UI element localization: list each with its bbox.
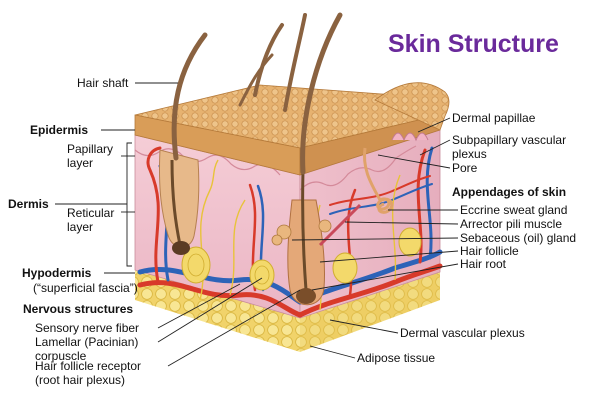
papillary-boundary — [134, 148, 281, 176]
label-arrector-pili: Arrector pili muscle — [460, 217, 563, 231]
label-subpapillary-plexus: Subpapillary vascular plexus — [452, 133, 567, 161]
label-sensory-nerve-fiber: Sensory nerve fiber — [35, 321, 140, 335]
label-sebaceous-gland: Sebaceous (oil) gland — [460, 231, 577, 245]
label-hair-follicle: Hair follicle — [460, 244, 519, 258]
label-hypodermis: Hypodermis — [22, 266, 92, 280]
label-reticular-layer: Reticular layer — [67, 206, 115, 234]
label-superficial-fascia: (“superficial fascia”) — [33, 281, 138, 295]
label-hair-shaft: Hair shaft — [77, 76, 129, 90]
diagram-title: Skin Structure — [388, 30, 559, 58]
dermal-papillae — [391, 132, 429, 142]
label-hair-root: Hair root — [460, 257, 507, 271]
hair-shafts — [171, 12, 343, 175]
label-root-hair-plexus: (root hair plexus) — [35, 373, 126, 387]
eccrine-sweat-gland — [362, 147, 394, 214]
leader-lines — [55, 82, 459, 367]
label-dermis: Dermis — [8, 197, 49, 211]
label-pore: Pore — [452, 161, 478, 175]
left-hair-follicle — [158, 149, 200, 255]
label-dermal-vascular-plexus: Dermal vascular plexus — [400, 326, 525, 340]
label-hair-follicle-receptor: Hair follicle receptor — [35, 359, 142, 373]
central-hair-follicle — [271, 169, 362, 306]
adipose-layer — [135, 270, 440, 352]
label-dermal-papillae: Dermal papillae — [452, 111, 536, 125]
label-nervous-structures: Nervous structures — [23, 302, 134, 316]
label-appendages: Appendages of skin — [452, 185, 567, 199]
label-lamellar-corpuscle: Lamellar (Pacinian) corpuscle — [35, 335, 139, 363]
label-eccrine-gland: Eccrine sweat gland — [460, 203, 568, 217]
label-papillary-layer: Papillary layer — [67, 142, 114, 170]
label-adipose-tissue: Adipose tissue — [357, 351, 436, 365]
label-epidermis: Epidermis — [30, 123, 89, 137]
